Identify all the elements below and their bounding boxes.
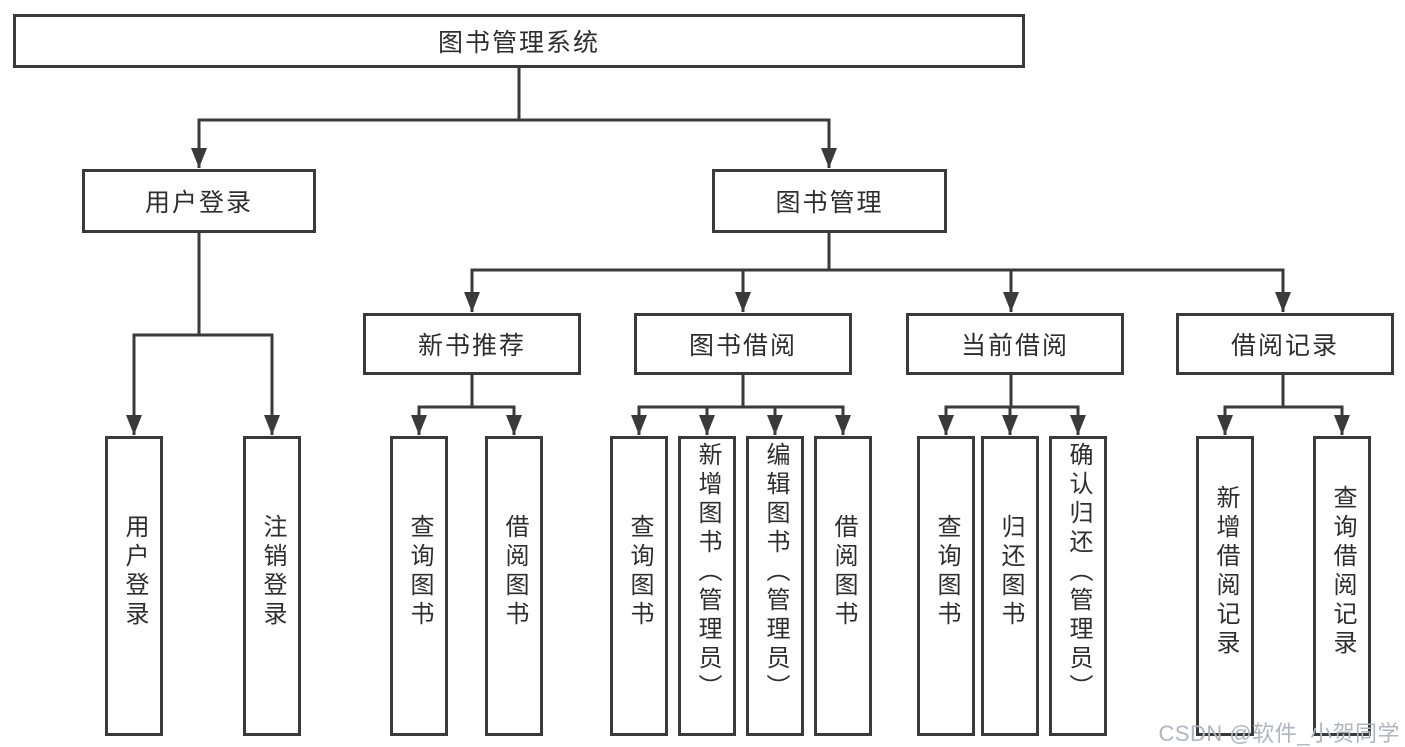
node-label: 归还图书 — [997, 514, 1024, 630]
leaf-records-add-record: 新增借阅记录 — [1196, 436, 1254, 736]
watermark: CSDN @软件_小贺同学 — [1158, 721, 1400, 746]
node-label: 当前借阅 — [960, 332, 1069, 360]
node-label: 查询图书 — [406, 514, 433, 630]
leaf-borrow-add-book-admin: 新增图书（管理员） — [678, 436, 736, 736]
node-label: 查询图书 — [933, 514, 960, 630]
node-root: 图书管理系统 — [13, 14, 1025, 68]
leaf-current-query-book: 查询图书 — [917, 436, 975, 736]
leaf-logout: 注销登录 — [243, 436, 301, 736]
node-book-borrow: 图书借阅 — [634, 313, 852, 375]
node-label: 借阅记录 — [1230, 332, 1339, 360]
leaf-current-confirm-return-admin: 确认归还（管理员） — [1049, 436, 1107, 736]
leaf-borrow-edit-book-admin: 编辑图书（管理员） — [746, 436, 804, 736]
node-current-borrow: 当前借阅 — [906, 313, 1124, 375]
leaf-records-query-record: 查询借阅记录 — [1313, 436, 1371, 736]
node-borrow-records: 借阅记录 — [1176, 313, 1394, 375]
node-label: 图书管理 — [775, 189, 884, 217]
node-label: 查询借阅记录 — [1329, 485, 1356, 659]
node-new-book-recommend: 新书推荐 — [363, 313, 581, 375]
node-label: 查询图书 — [626, 514, 653, 630]
node-label: 确认归还（管理员） — [1065, 441, 1092, 703]
leaf-newbook-borrow-book: 借阅图书 — [485, 436, 543, 736]
node-label: 新书推荐 — [417, 332, 526, 360]
node-label: 借阅图书 — [830, 514, 857, 630]
node-label: 图书借阅 — [688, 332, 797, 360]
node-label: 借阅图书 — [501, 514, 528, 630]
leaf-current-return-book: 归还图书 — [981, 436, 1039, 736]
leaf-newbook-query-book: 查询图书 — [390, 436, 448, 736]
leaf-borrow-borrow-book: 借阅图书 — [814, 436, 872, 736]
node-label: 用户登录 — [121, 514, 148, 630]
node-label: 新增借阅记录 — [1212, 485, 1239, 659]
node-user-login: 用户登录 — [82, 169, 316, 233]
node-label: 图书管理系统 — [437, 29, 600, 57]
leaf-user-login: 用户登录 — [105, 436, 163, 736]
leaf-borrow-query-book: 查询图书 — [610, 436, 668, 736]
node-label: 编辑图书（管理员） — [762, 441, 789, 703]
node-label: 注销登录 — [259, 514, 286, 630]
node-label: 新增图书（管理员） — [694, 441, 721, 703]
node-book-management: 图书管理 — [712, 169, 947, 233]
node-label: 用户登录 — [144, 189, 253, 217]
